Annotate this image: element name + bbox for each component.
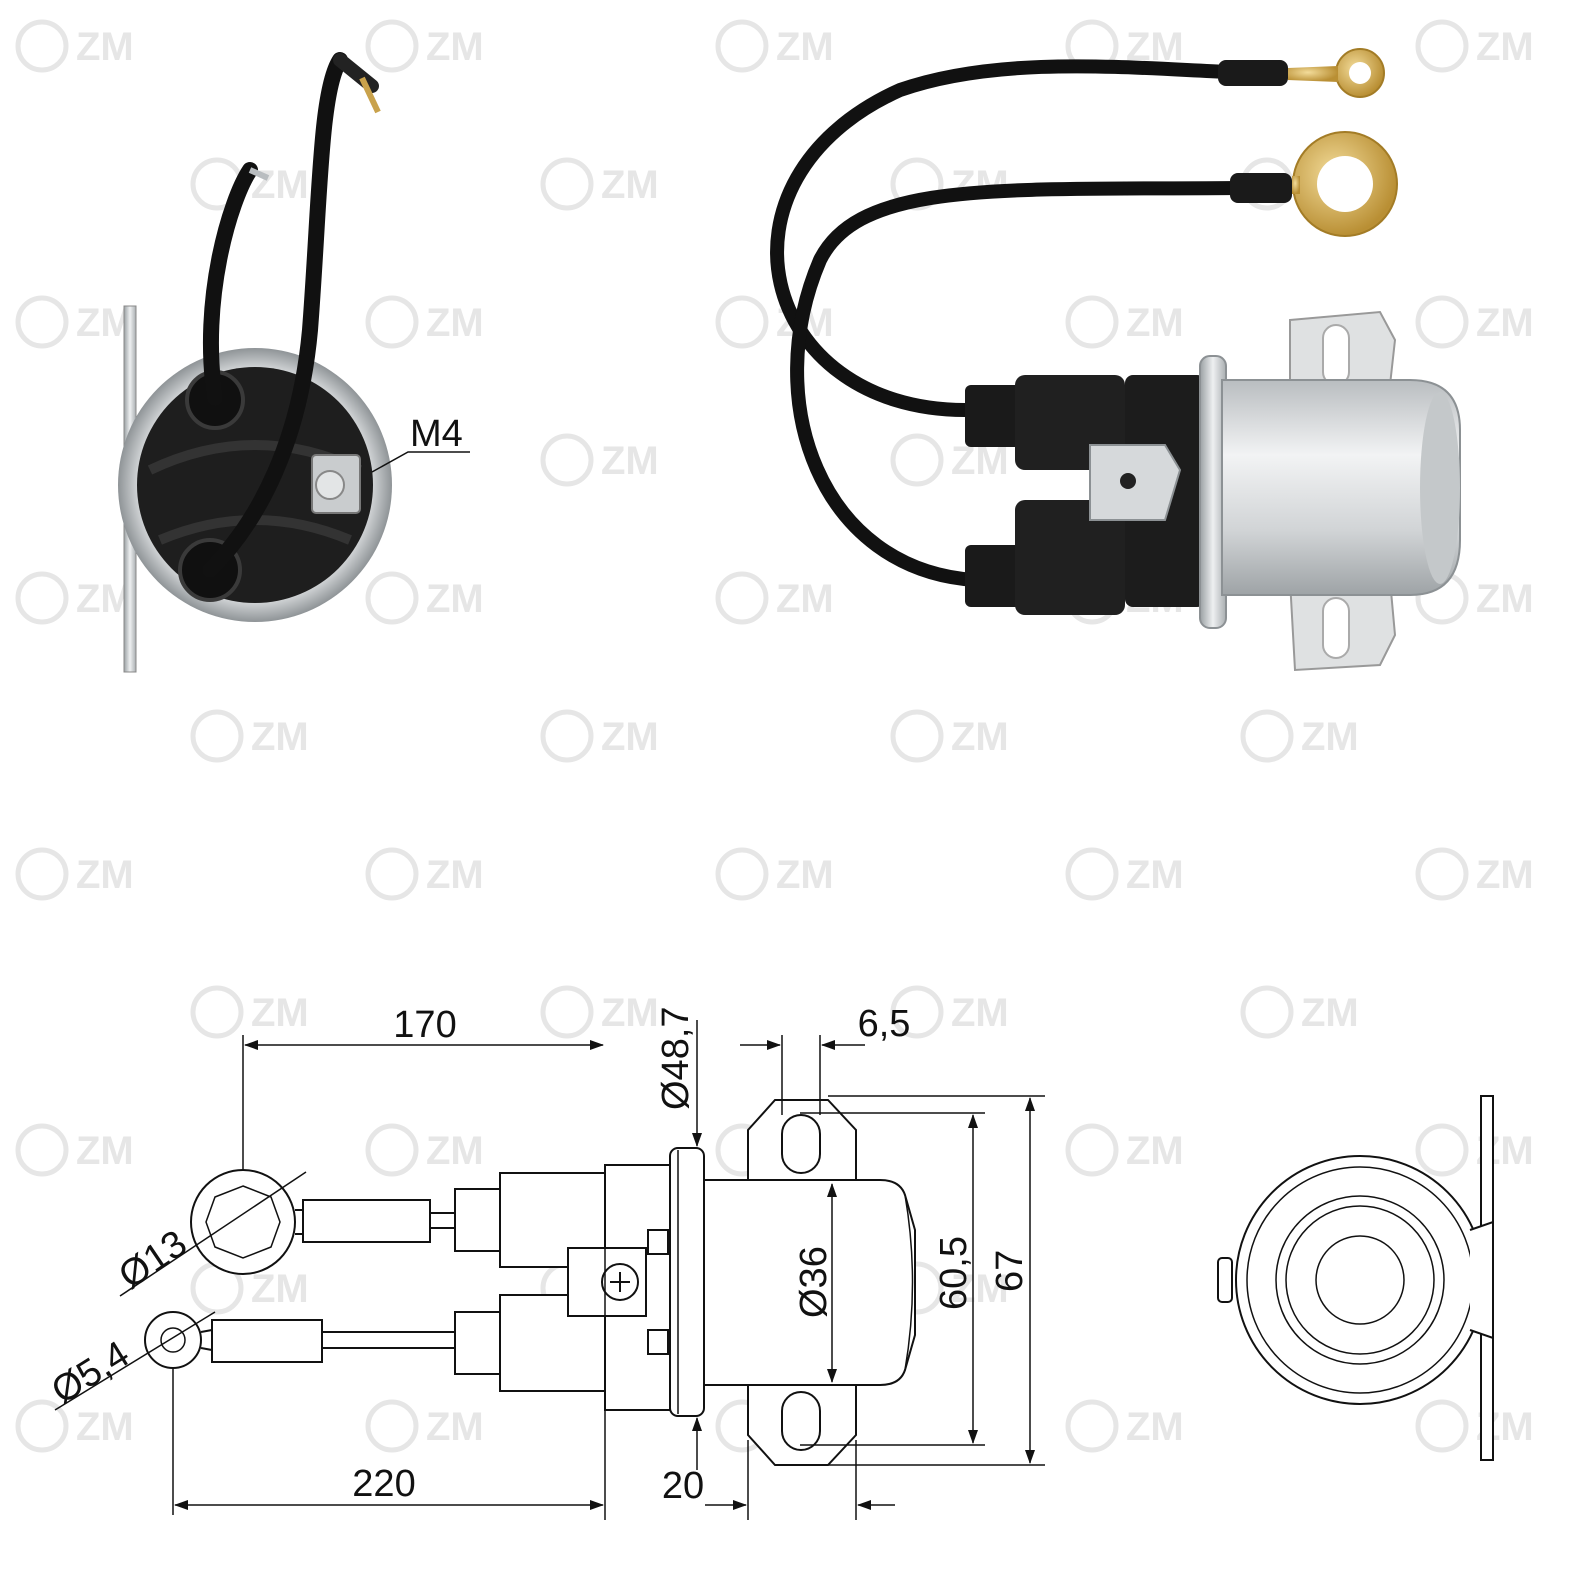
svg-text:ZM: ZM	[601, 163, 659, 207]
watermark-logo: ZM	[1240, 985, 1359, 1039]
end-view-photo: M4	[118, 52, 470, 673]
dim-flange-offset: 20	[662, 1465, 704, 1507]
svg-text:ZM: ZM	[1301, 715, 1359, 759]
svg-text:ZM: ZM	[776, 853, 834, 897]
watermark-logo: ZM	[15, 1399, 134, 1453]
svg-text:ZM: ZM	[776, 25, 834, 69]
dim-bracket-hole: 6,5	[858, 1003, 911, 1045]
watermark-logo: ZM	[890, 709, 1009, 763]
dim-cable-short: 220	[352, 1463, 415, 1505]
dim-hole-spacing: 60,5	[933, 1236, 975, 1310]
watermark-logo: ZM	[15, 847, 134, 901]
svg-text:ZM: ZM	[1301, 991, 1359, 1035]
watermark-logo: ZM	[540, 985, 659, 1039]
watermark-logo: ZM	[540, 433, 659, 487]
watermark-logo: ZM	[190, 1261, 309, 1315]
watermark-logo: ZM	[190, 985, 309, 1039]
watermark-logo: ZM	[1415, 847, 1534, 901]
dim-cable-long: 170	[393, 1004, 456, 1046]
svg-text:ZM: ZM	[1126, 1405, 1184, 1449]
dim-ring-small: Ø5,4	[45, 1333, 137, 1412]
svg-text:ZM: ZM	[426, 1129, 484, 1173]
m4-callout-label: M4	[410, 413, 463, 455]
watermark-logo: ZM	[1065, 847, 1184, 901]
svg-text:ZM: ZM	[76, 853, 134, 897]
watermark-logo: ZM	[365, 1123, 484, 1177]
watermark-logo: ZM	[15, 1123, 134, 1177]
svg-text:ZM: ZM	[951, 1267, 1009, 1311]
svg-text:ZM: ZM	[76, 1129, 134, 1173]
watermark-logo: ZM	[1065, 1399, 1184, 1453]
svg-text:ZM: ZM	[1126, 301, 1184, 345]
dim-ring-large: Ø13	[112, 1222, 195, 1297]
svg-text:ZM: ZM	[1476, 853, 1534, 897]
svg-text:ZM: ZM	[1476, 25, 1534, 69]
svg-text:ZM: ZM	[1476, 301, 1534, 345]
watermark-logo: ZM	[715, 847, 834, 901]
side-view-photo	[770, 48, 1461, 672]
watermark-logo: ZM	[365, 295, 484, 349]
watermark-logo: ZM	[540, 709, 659, 763]
watermark-logo: ZM	[365, 1399, 484, 1453]
svg-text:ZM: ZM	[76, 1405, 134, 1449]
svg-text:ZM: ZM	[426, 853, 484, 897]
svg-text:ZM: ZM	[776, 577, 834, 621]
svg-text:ZM: ZM	[951, 715, 1009, 759]
svg-text:ZM: ZM	[251, 1267, 309, 1311]
watermark-logo: ZM	[1065, 295, 1184, 349]
dim-body-diameter: Ø36	[793, 1246, 835, 1318]
dimension-drawing-end	[1217, 1095, 1494, 1461]
svg-text:ZM: ZM	[426, 301, 484, 345]
svg-text:ZM: ZM	[76, 25, 134, 69]
watermark-logo: ZM	[1240, 709, 1359, 763]
svg-text:ZM: ZM	[1476, 577, 1534, 621]
svg-text:ZM: ZM	[601, 715, 659, 759]
dim-flange-diameter: Ø48,7	[655, 1006, 697, 1110]
svg-text:ZM: ZM	[426, 1405, 484, 1449]
svg-text:ZM: ZM	[601, 991, 659, 1035]
watermark-logo: ZM	[715, 571, 834, 625]
watermark-logo: ZM	[540, 157, 659, 211]
dimension-drawing-side: 170 220 Ø48,7 6,5 Ø36 60,5 67 20 Ø13 Ø5,…	[45, 1003, 1045, 1520]
watermark-layer: ZM ZM ZM ZM ZM ZM ZM ZM ZM ZM ZM ZM ZM ZM ZM ZM ZM ZM ZM ZM…	[15, 19, 1534, 1453]
dim-bracket-height: 67	[989, 1250, 1031, 1292]
watermark-logo: ZM	[365, 571, 484, 625]
watermark-logo: ZM	[190, 157, 309, 211]
svg-text:ZM: ZM	[951, 991, 1009, 1035]
watermark-logo: ZM	[1415, 1123, 1534, 1177]
watermark-logo: ZM	[15, 571, 134, 625]
watermark-logo: ZM	[1415, 295, 1534, 349]
watermark-logo: ZM	[15, 295, 134, 349]
svg-text:ZM: ZM	[601, 439, 659, 483]
watermark-logo: ZM	[365, 847, 484, 901]
watermark-logo: ZM	[365, 19, 484, 73]
watermark-logo: ZM	[1415, 1399, 1534, 1453]
watermark-logo: ZM	[715, 19, 834, 73]
svg-text:ZM: ZM	[426, 577, 484, 621]
svg-text:ZM: ZM	[426, 25, 484, 69]
svg-text:ZM: ZM	[1126, 853, 1184, 897]
watermark-logo: ZM	[1065, 1123, 1184, 1177]
watermark-logo: ZM	[1415, 19, 1534, 73]
svg-text:ZM: ZM	[251, 991, 309, 1035]
svg-text:ZM: ZM	[251, 715, 309, 759]
watermark-logo: ZM	[715, 295, 834, 349]
svg-text:ZM: ZM	[251, 163, 309, 207]
watermark-logo: ZM	[15, 19, 134, 73]
watermark-logo: ZM	[190, 709, 309, 763]
watermark-logo: ZM	[890, 985, 1009, 1039]
svg-text:ZM: ZM	[1126, 1129, 1184, 1173]
